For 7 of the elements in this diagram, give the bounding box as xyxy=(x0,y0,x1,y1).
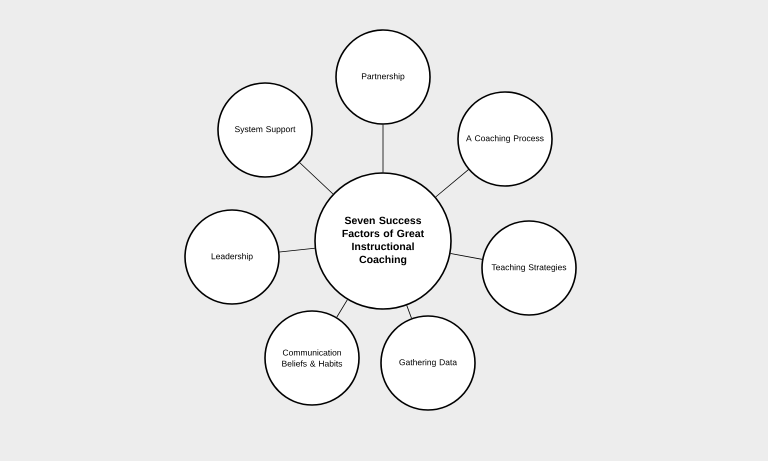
connector-line xyxy=(279,248,315,252)
connector-line xyxy=(382,124,384,173)
connector-line xyxy=(435,169,469,198)
connector-line xyxy=(450,253,482,260)
connector-line xyxy=(406,305,412,319)
connector-line xyxy=(299,162,334,194)
connector-line xyxy=(336,299,348,318)
